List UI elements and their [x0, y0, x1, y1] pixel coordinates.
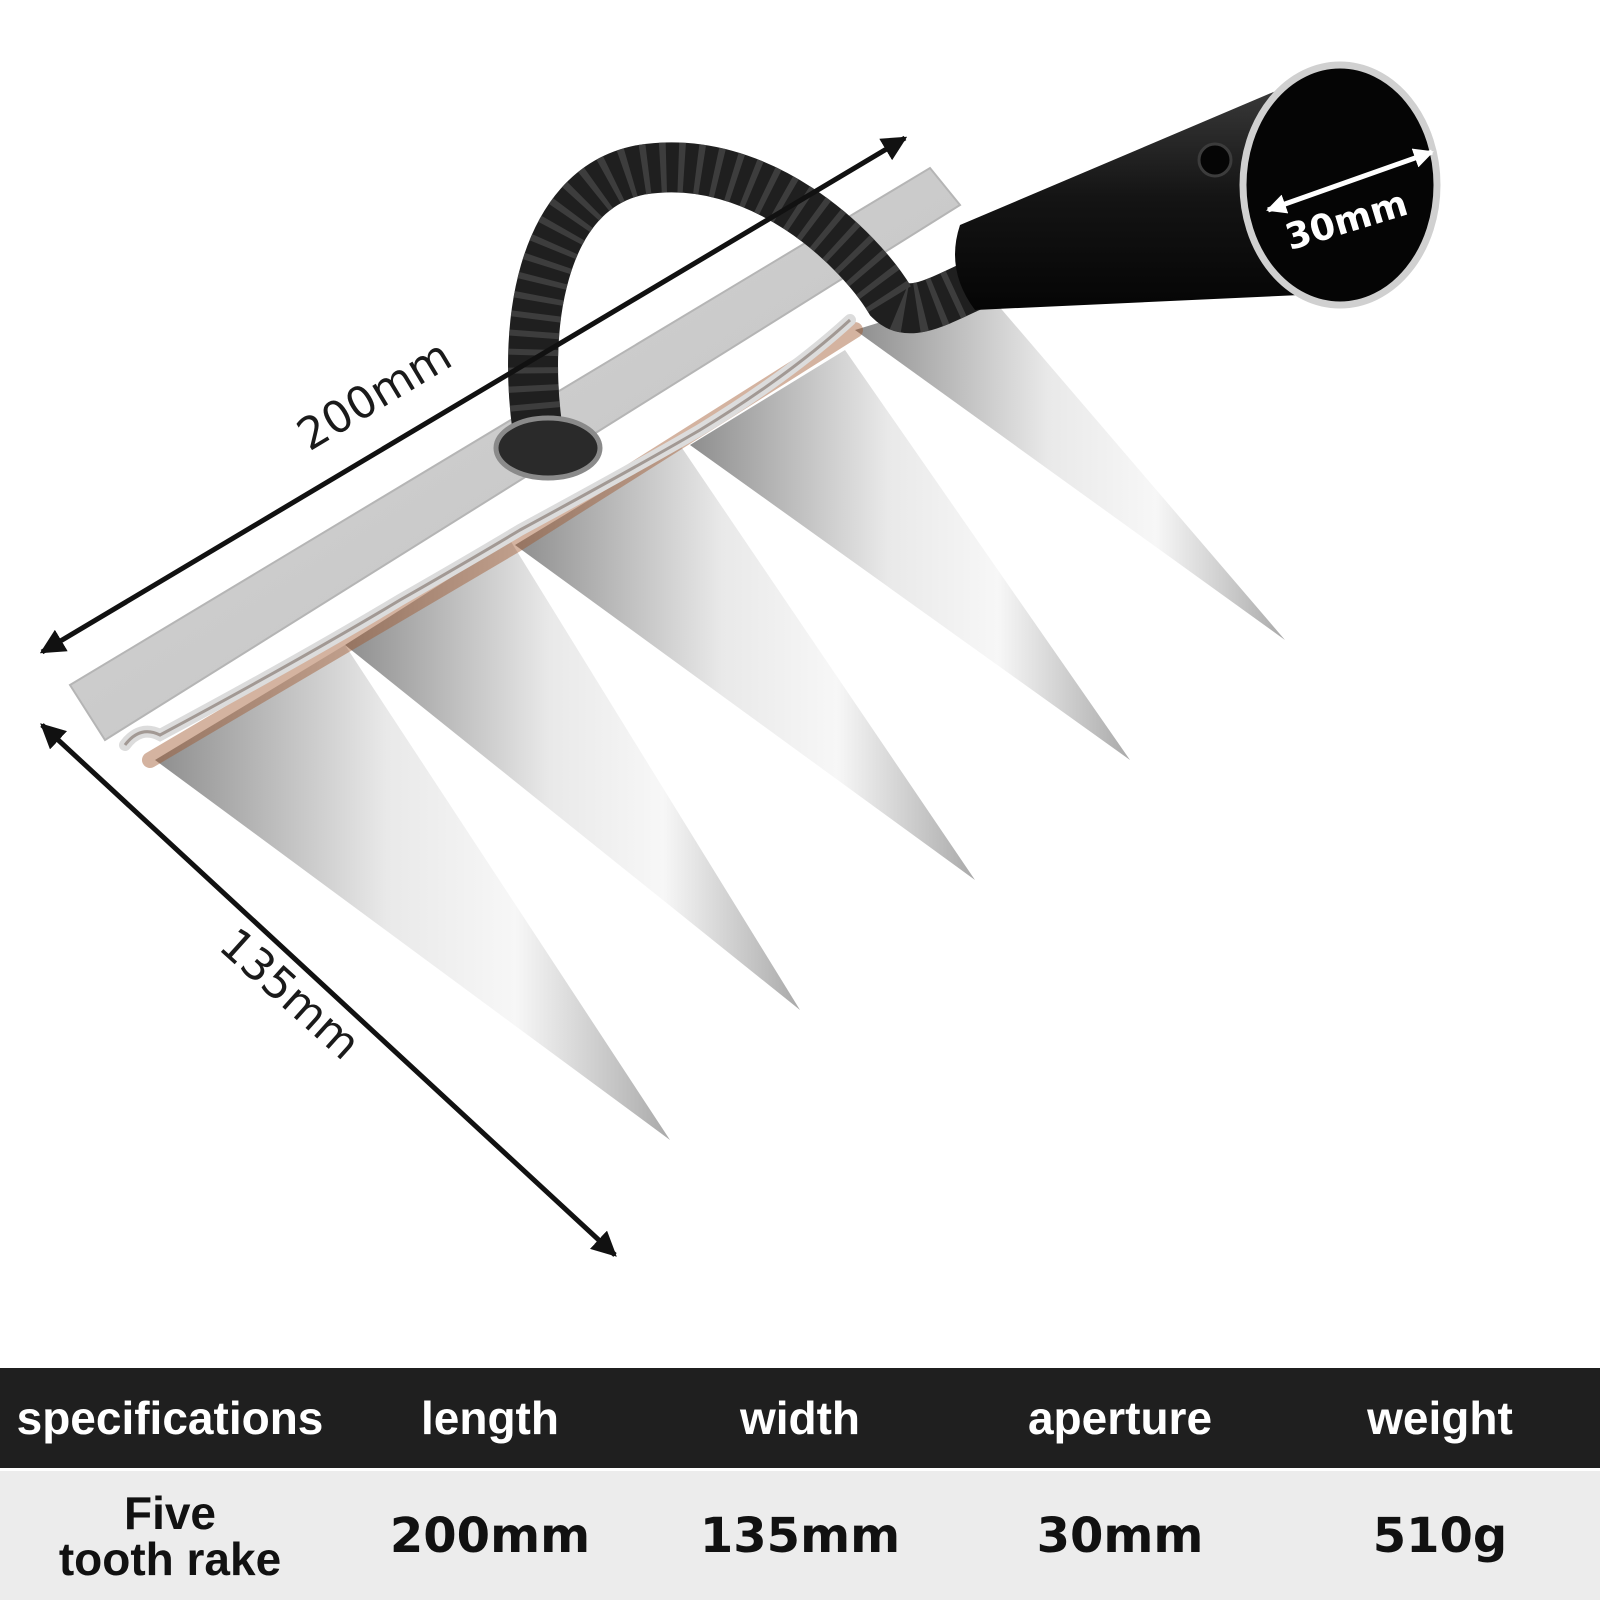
- cell-weight: 510g: [1372, 1507, 1508, 1564]
- cell-aperture: 30mm: [1036, 1507, 1204, 1564]
- header-length: length: [421, 1392, 559, 1444]
- length-arrow: [39, 135, 908, 655]
- spec-table-row: Five tooth rake 200mm 135mm 30mm 510g: [0, 1468, 1600, 1600]
- header-width: width: [739, 1392, 861, 1444]
- aperture-arrow: [1266, 148, 1434, 214]
- spec-table-header: specifications length width aperture wei…: [0, 1368, 1600, 1468]
- cell-width: 135mm: [699, 1507, 901, 1564]
- header-specifications: specifications: [16, 1392, 324, 1444]
- cell-product-name: Five tooth rake: [0, 1471, 340, 1600]
- shank-weld: [493, 415, 603, 481]
- tooth-5: [855, 290, 1285, 640]
- product-name-line1: Five: [123, 1486, 217, 1539]
- width-dimension-label: 135mm: [210, 918, 370, 1069]
- spec-table: specifications length width aperture wei…: [0, 1368, 1600, 1600]
- header-weight: weight: [1367, 1392, 1513, 1444]
- width-arrow: [40, 723, 617, 1257]
- product-name-line2: tooth rake: [58, 1532, 282, 1585]
- length-dimension-label: 200mm: [289, 330, 461, 461]
- cell-length: 200mm: [389, 1507, 591, 1564]
- header-aperture: aperture: [1027, 1392, 1213, 1444]
- rake-head-illustration: 30mm 200mm 135mm: [39, 61, 1441, 1257]
- handle-socket: [955, 85, 1300, 310]
